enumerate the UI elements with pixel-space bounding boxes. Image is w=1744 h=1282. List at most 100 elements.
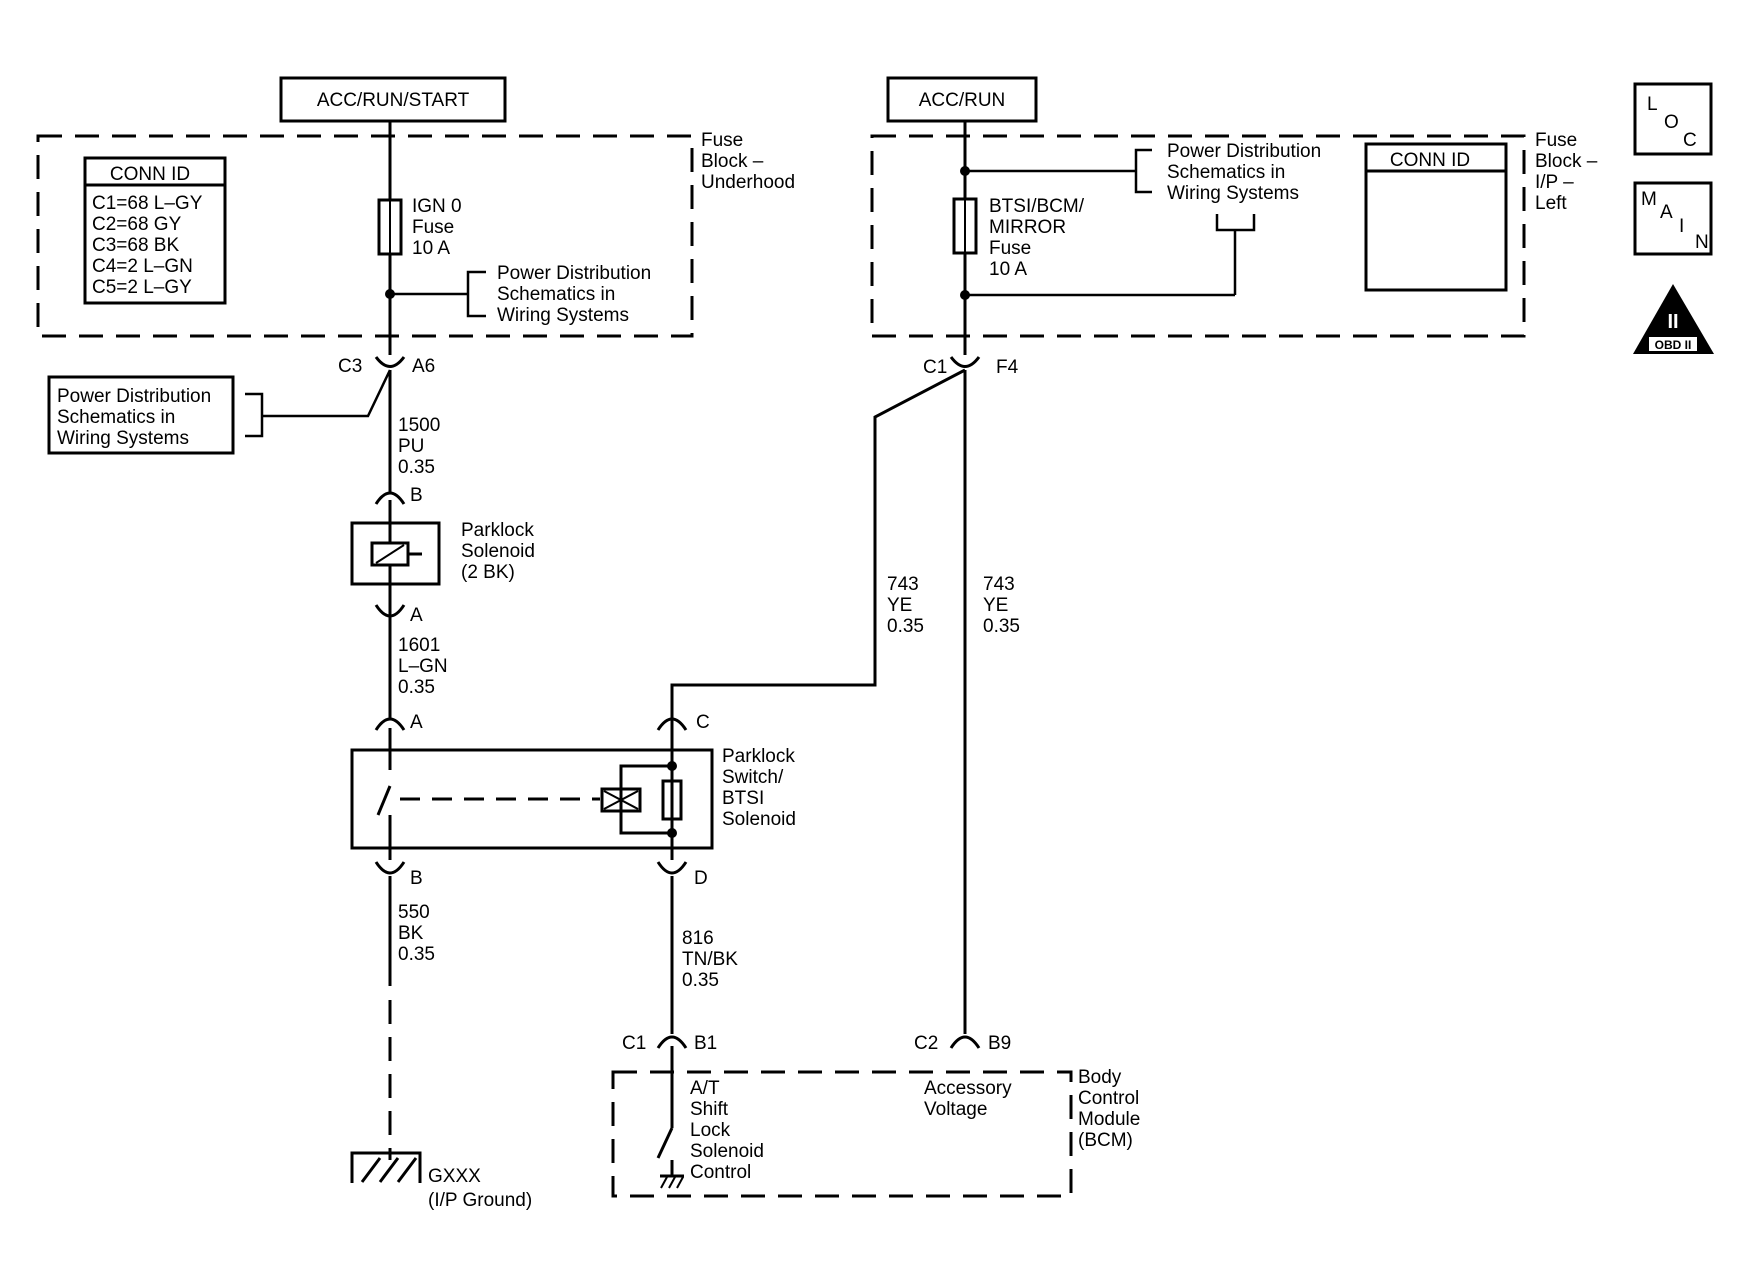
ground-symbol: GXXX (I/P Ground) xyxy=(350,1151,532,1211)
component-label: Parklock xyxy=(461,520,534,541)
wire-743-to-switch xyxy=(670,368,966,728)
wire-number: 550 xyxy=(398,902,430,923)
pds-line: Power Distribution xyxy=(497,263,651,284)
connector-solenoid-b: B xyxy=(374,485,423,506)
conn-id-row: C1=68 L–GY xyxy=(92,193,203,214)
component-label: Solenoid xyxy=(690,1141,764,1162)
component-label: A/T xyxy=(690,1078,720,1099)
connector-switch-a: A xyxy=(374,712,423,733)
wire-label-743b: 743 YE 0.35 xyxy=(983,574,1020,637)
obd-ii-icon[interactable]: II OBD II xyxy=(1633,284,1714,354)
fuse-block-underhood-label-3: Underhood xyxy=(701,172,795,193)
connector-label: C2 xyxy=(914,1033,938,1054)
fuse-block-ip-label-4: Left xyxy=(1535,193,1567,214)
fuse-block-ip-label-1: Fuse xyxy=(1535,130,1577,151)
conn-id-row: C3=68 BK xyxy=(92,235,179,256)
loc-icon-letter: L xyxy=(1647,94,1658,115)
connector-label: A xyxy=(410,605,423,626)
connector-c3-a6: C3 A6 xyxy=(338,356,435,377)
conn-id-row: C4=2 L–GN xyxy=(92,256,193,277)
fuse-block-ip-label-2: Block – xyxy=(1535,151,1598,172)
component-label: Parklock xyxy=(722,746,795,767)
fuse-label: 10 A xyxy=(989,259,1027,280)
component-label: Lock xyxy=(690,1120,731,1141)
parklock-solenoid: Parklock Solenoid (2 BK) xyxy=(350,500,535,586)
obd-icon-label: OBD II xyxy=(1655,338,1692,352)
pds-line: Power Distribution xyxy=(1167,141,1321,162)
conn-id-title: CONN ID xyxy=(1390,150,1470,171)
component-label: Solenoid xyxy=(461,541,535,562)
connector-label: A xyxy=(410,712,423,733)
wire-number: 1500 xyxy=(398,415,440,436)
pds-line: Schematics in xyxy=(1167,162,1285,183)
connector-switch-c: C xyxy=(656,712,710,733)
wire-color: TN/BK xyxy=(682,949,738,970)
component-label: Switch/ xyxy=(722,767,784,788)
loc-icon[interactable]: L O C xyxy=(1633,82,1713,156)
connector-label: C3 xyxy=(338,356,362,377)
bcm-label: (BCM) xyxy=(1078,1130,1133,1151)
connector-switch-d: D xyxy=(656,861,708,889)
power-source-acc-run-start: ACC/RUN/START xyxy=(279,76,507,123)
conn-id-table-ip: CONN ID xyxy=(1364,142,1508,292)
power-distribution-ref-underhood: Power Distribution Schematics in Wiring … xyxy=(390,263,651,326)
wire-number: 816 xyxy=(682,928,714,949)
power-distribution-ref-side: Power Distribution Schematics in Wiring … xyxy=(47,369,392,455)
fuse-block-underhood: Fuse Block – Underhood xyxy=(36,130,795,338)
ign0-fuse: IGN 0 Fuse 10 A xyxy=(377,121,462,355)
btsi-bcm-mirror-fuse: BTSI/BCM/ MIRROR Fuse 10 A xyxy=(952,121,1085,355)
component-label: Accessory xyxy=(924,1078,1012,1099)
fuse-label: IGN 0 xyxy=(412,196,462,217)
conn-id-row: C5=2 L–GY xyxy=(92,277,192,298)
power-source-label: ACC/RUN xyxy=(919,90,1006,111)
shift-lock-solenoid-control: A/T Shift Lock Solenoid Control xyxy=(656,1046,764,1189)
connector-label: B1 xyxy=(694,1033,717,1054)
wire-color: YE xyxy=(887,595,912,616)
main-icon[interactable]: M A I N xyxy=(1633,181,1713,256)
conn-id-title: CONN ID xyxy=(110,164,190,185)
ground-label: GXXX xyxy=(428,1166,481,1187)
component-label: Control xyxy=(690,1162,751,1183)
wire-label-550: 550 BK 0.35 xyxy=(398,902,435,965)
conn-id-table-underhood: CONN ID C1=68 L–GY C2=68 GY C3=68 BK C4=… xyxy=(83,156,227,305)
pds-line: Schematics in xyxy=(497,284,615,305)
wire-color: BK xyxy=(398,923,424,944)
component-label: Voltage xyxy=(924,1099,987,1120)
component-label: Solenoid xyxy=(722,809,796,830)
pds-line: Schematics in xyxy=(57,407,175,428)
loc-icon-letter: C xyxy=(1683,130,1697,151)
fuse-block-ip-label-3: I/P – xyxy=(1535,172,1574,193)
bcm-label: Control xyxy=(1078,1088,1139,1109)
fuse-label: MIRROR xyxy=(989,217,1066,238)
connector-label: B xyxy=(410,868,423,889)
pds-line: Wiring Systems xyxy=(497,305,629,326)
component-label: Shift xyxy=(690,1099,729,1120)
wire-label-816: 816 TN/BK 0.35 xyxy=(682,928,738,991)
connector-label: D xyxy=(694,868,708,889)
wire-number: 743 xyxy=(887,574,919,595)
connector-switch-b: B xyxy=(374,861,423,889)
body-control-module: Body Control Module (BCM) xyxy=(611,1067,1140,1198)
connector-label: C xyxy=(696,712,710,733)
wire-color: L–GN xyxy=(398,656,448,677)
wire-gauge: 0.35 xyxy=(398,677,435,698)
wire-gauge: 0.35 xyxy=(398,944,435,965)
main-icon-letter: I xyxy=(1679,216,1684,237)
connector-c1-f4: C1 F4 xyxy=(923,356,1019,378)
main-icon-letter: N xyxy=(1695,232,1709,253)
wire-number: 1601 xyxy=(398,635,440,656)
obd-icon-numeral: II xyxy=(1667,311,1678,333)
wire-label-1601: 1601 L–GN 0.35 xyxy=(398,635,448,698)
wire-gauge: 0.35 xyxy=(983,616,1020,637)
connector-c2-b9: C2 B9 xyxy=(914,1033,1011,1054)
pds-line: Wiring Systems xyxy=(1167,183,1299,204)
fuse-label: Fuse xyxy=(989,238,1031,259)
fuse-block-underhood-label-1: Fuse xyxy=(701,130,743,151)
connector-label: A6 xyxy=(412,356,435,377)
connector-solenoid-a: A xyxy=(374,604,423,626)
main-icon-letter: M xyxy=(1641,189,1657,210)
connector-label: F4 xyxy=(996,357,1019,378)
bcm-label: Module xyxy=(1078,1109,1140,1130)
accessory-voltage: Accessory Voltage xyxy=(924,1078,1012,1120)
